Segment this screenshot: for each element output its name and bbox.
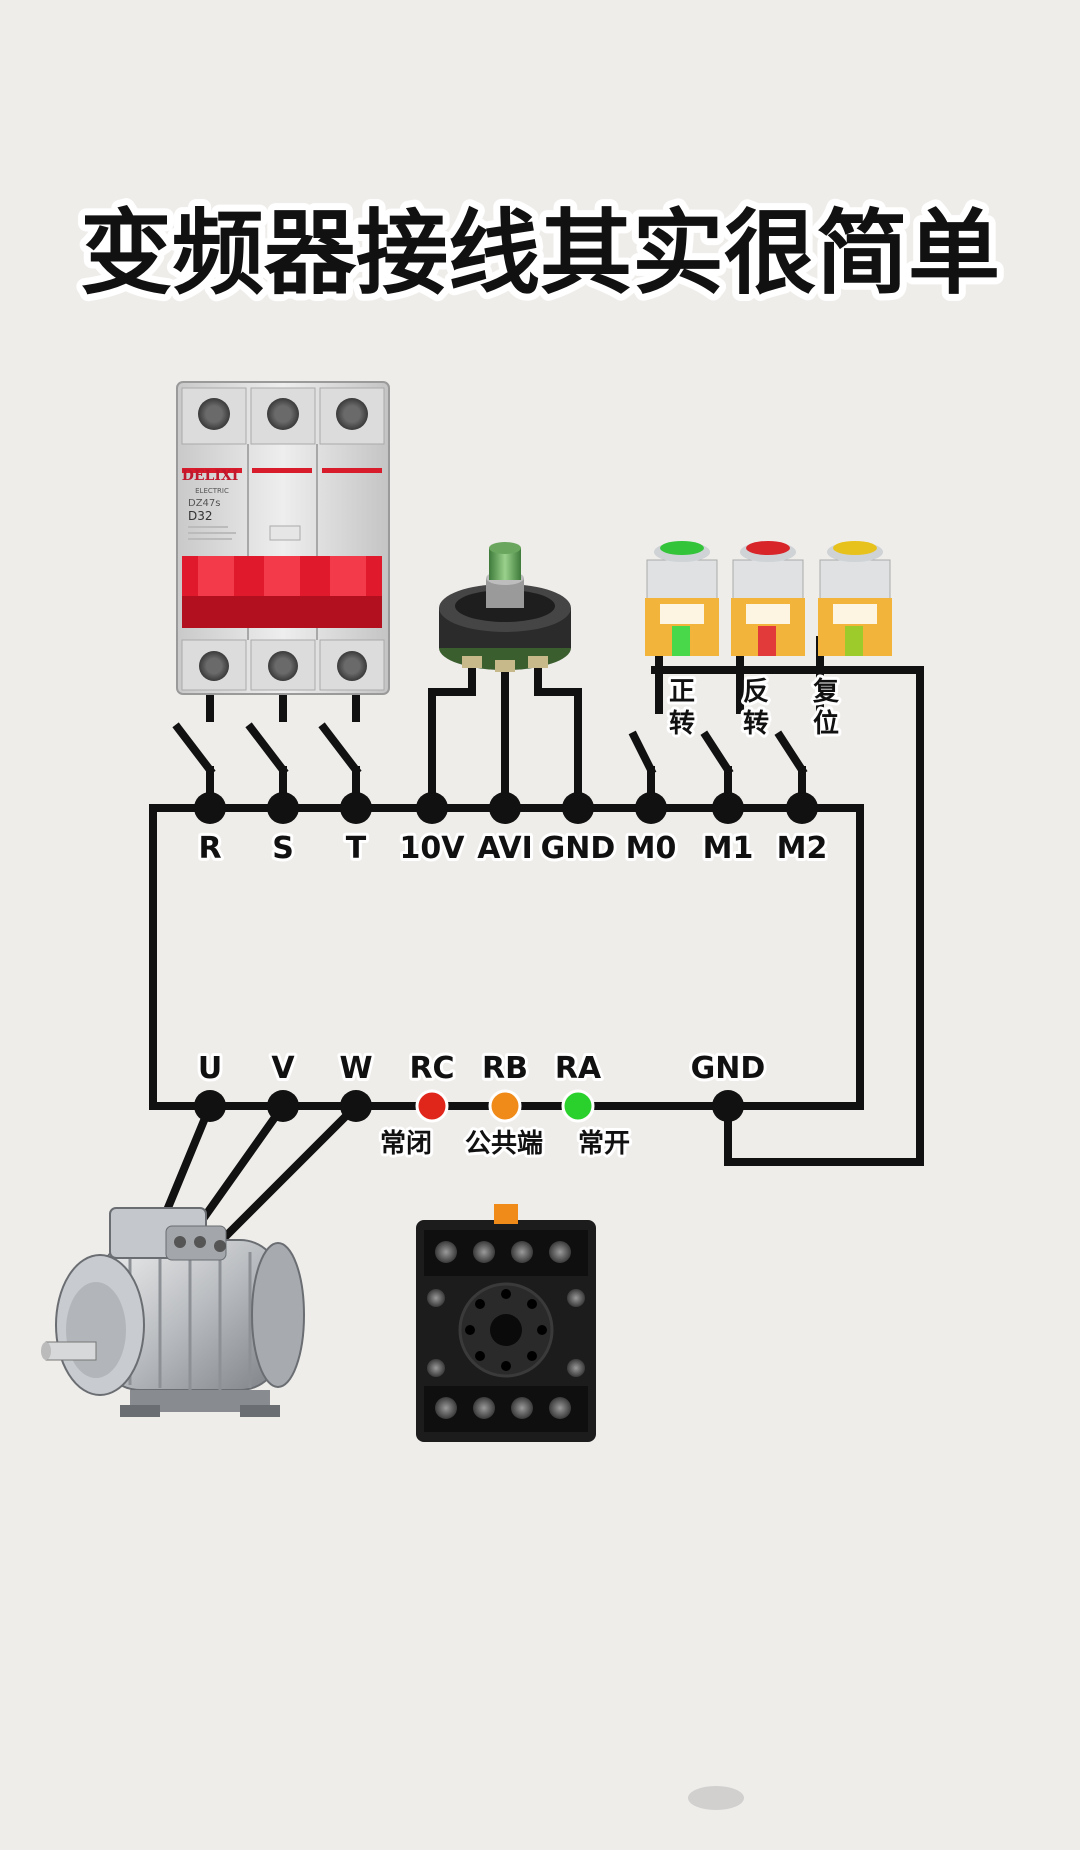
terminal-label-10v: 10V: [400, 831, 466, 866]
label-forward-1: 正: [669, 677, 695, 707]
switch-r: [172, 722, 216, 776]
terminal-label-s: S: [272, 831, 294, 866]
relay-common-dot: [488, 1089, 522, 1123]
relay-no-dot: [561, 1089, 595, 1123]
terminal-label-gnd-bottom: GND: [691, 1051, 766, 1086]
terminal-label-ra: RA: [555, 1051, 602, 1086]
terminal-label-avi: AVI: [477, 831, 533, 866]
bottom-terminal-dots: [194, 1089, 744, 1123]
breaker-model: DZ47s: [188, 498, 221, 509]
terminal-label-m1: M1: [703, 831, 754, 866]
watermark-smudge: [688, 1786, 744, 1810]
label-reset-2: 位: [813, 708, 839, 739]
switch-m1: [700, 730, 734, 776]
wire-motor-u: [159, 1100, 216, 1221]
terminal-label-gnd-top: GND: [541, 831, 616, 866]
relay-label-no: 常开: [578, 1129, 630, 1159]
breaker-brand: DELIXI: [182, 468, 239, 484]
forward-button: [645, 541, 719, 656]
push-buttons: [645, 541, 892, 656]
page-title: 变频器接线其实很简单: [80, 200, 1000, 307]
switch-m0: [628, 730, 657, 776]
wire-pot-gnd: [534, 661, 582, 812]
switch-s: [245, 722, 289, 776]
wire-common-return: [651, 666, 924, 1166]
terminal-label-u: U: [198, 1051, 222, 1086]
relay-label-common: 公共端: [465, 1129, 543, 1159]
terminal-label-m2: M2: [777, 831, 828, 866]
relay-nc-dot: [415, 1089, 449, 1123]
reverse-button: [731, 541, 805, 656]
terminal-label-rb: RB: [482, 1051, 528, 1086]
label-forward-2: 转: [669, 709, 695, 739]
relay-socket: [416, 1204, 596, 1442]
terminal-label-r: R: [198, 831, 221, 866]
label-reverse-2: 转: [743, 709, 769, 739]
terminal-label-rc: RC: [409, 1051, 454, 1086]
switch-m2: [774, 730, 808, 776]
reset-button: [818, 541, 892, 656]
switch-t: [318, 722, 362, 776]
terminal-label-v: V: [271, 1051, 295, 1086]
terminal-label-w: W: [339, 1051, 372, 1086]
breaker-sub: ELECTRIC: [195, 487, 229, 495]
wire-pot-10v: [428, 661, 476, 812]
circuit-breaker: DELIXI ELECTRIC DZ47s D32: [176, 381, 390, 695]
terminal-label-m0: M0: [626, 831, 677, 866]
terminal-label-t: T: [346, 831, 367, 866]
label-reset-1: 复: [813, 677, 840, 707]
breaker-rating: D32: [188, 509, 213, 523]
label-reverse-1: 反: [743, 677, 769, 707]
electric-motor: [41, 1207, 305, 1417]
wire-motor-v: [192, 1100, 289, 1232]
wire-motor-w: [220, 1100, 362, 1242]
top-terminal-dots: [194, 792, 818, 824]
relay-label-nc: 常闭: [380, 1129, 432, 1159]
potentiometer: [439, 542, 571, 672]
